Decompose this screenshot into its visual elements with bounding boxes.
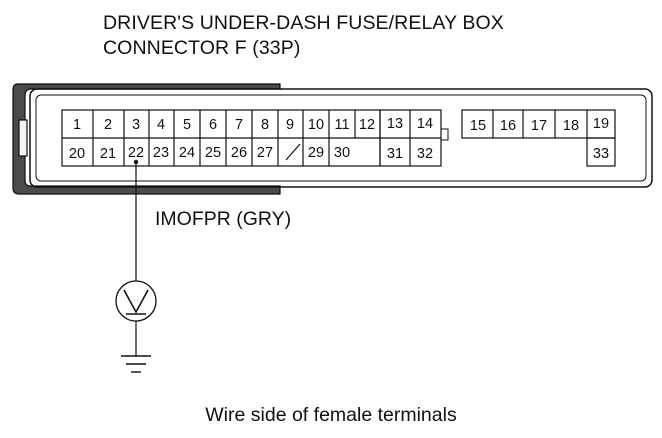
terminal-31: 31 bbox=[387, 146, 403, 162]
terminal-19: 19 bbox=[593, 116, 609, 132]
terminal-5: 5 bbox=[183, 117, 191, 133]
terminal-15: 15 bbox=[470, 118, 486, 134]
terminal-6: 6 bbox=[209, 117, 217, 133]
terminal-23: 23 bbox=[153, 145, 169, 161]
terminal-11: 11 bbox=[334, 117, 349, 133]
terminal-10: 10 bbox=[308, 117, 324, 133]
terminal-14: 14 bbox=[417, 116, 433, 132]
terminal-16: 16 bbox=[500, 118, 516, 134]
connector-body bbox=[29, 88, 653, 188]
probe-point-terminal-22 bbox=[133, 159, 139, 165]
diagram-title-line-1: DRIVER'S UNDER-DASH FUSE/RELAY BOX bbox=[103, 12, 504, 34]
terminal-2: 2 bbox=[104, 117, 112, 133]
terminal-8: 8 bbox=[261, 117, 269, 133]
terminal-1: 1 bbox=[73, 117, 81, 133]
terminal-7: 7 bbox=[235, 117, 243, 133]
terminal-33: 33 bbox=[593, 146, 609, 162]
wire-label-imofpr: IMOFPR (GRY) bbox=[155, 208, 292, 230]
terminal-17: 17 bbox=[531, 118, 547, 134]
terminal-26: 26 bbox=[231, 145, 247, 161]
terminal-29: 29 bbox=[308, 145, 324, 161]
right-cavity-block bbox=[461, 109, 616, 167]
terminal-21: 21 bbox=[100, 146, 116, 162]
terminal-9: 9 bbox=[286, 117, 294, 133]
terminal-32: 32 bbox=[417, 146, 433, 162]
terminal-12: 12 bbox=[359, 117, 375, 133]
voltmeter-icon bbox=[115, 280, 157, 322]
terminal-30: 30 bbox=[334, 145, 350, 161]
terminal-22: 22 bbox=[128, 145, 144, 161]
terminal-13: 13 bbox=[387, 116, 403, 132]
ground-icon bbox=[121, 355, 151, 373]
terminal-18: 18 bbox=[563, 118, 579, 134]
terminal-27: 27 bbox=[257, 145, 273, 161]
diagram-title-line-2: CONNECTOR F (33P) bbox=[103, 37, 301, 59]
terminal-4: 4 bbox=[157, 117, 165, 133]
terminal-24: 24 bbox=[179, 145, 195, 161]
center-cavity-block bbox=[379, 109, 442, 167]
diagram-caption: Wire side of female terminals bbox=[205, 404, 457, 426]
terminal-3: 3 bbox=[132, 117, 140, 133]
connector-housing bbox=[12, 83, 281, 195]
connector-inner-face bbox=[35, 94, 647, 182]
terminal-25: 25 bbox=[205, 145, 221, 161]
connector-lock-tab bbox=[18, 119, 28, 157]
terminal-20: 20 bbox=[69, 146, 85, 162]
connector-key bbox=[440, 128, 449, 141]
